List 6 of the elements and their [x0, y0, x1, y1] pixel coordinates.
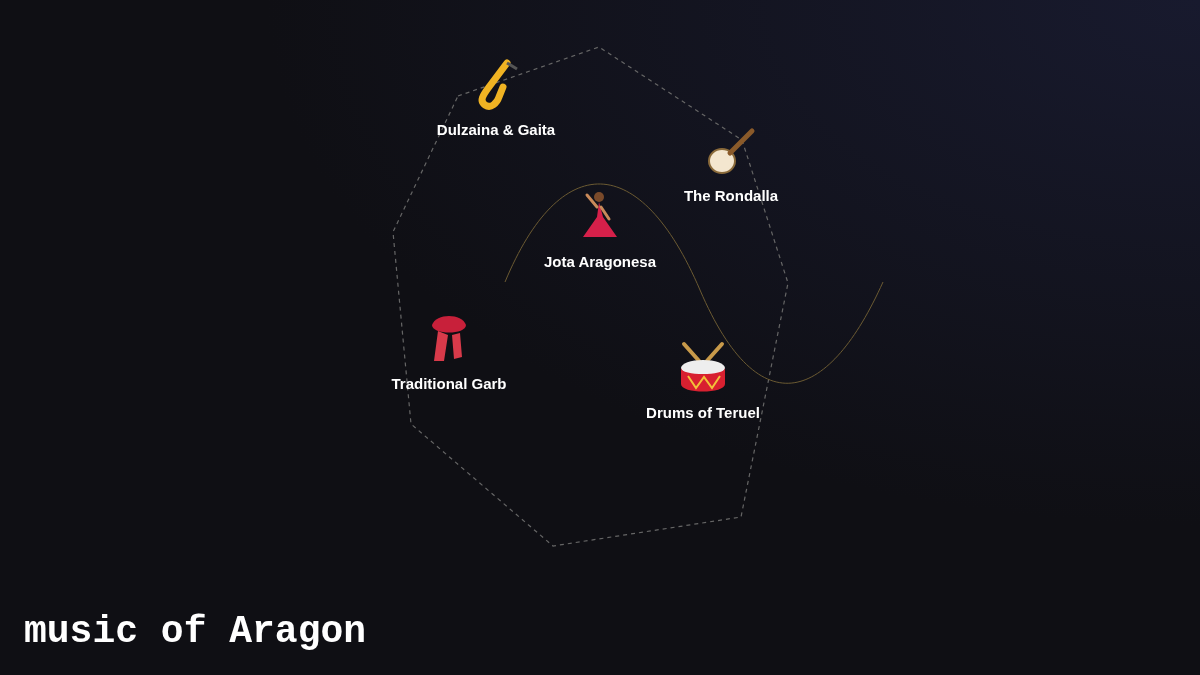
title: music of Aragon	[24, 610, 367, 653]
node-label: Dulzaina & Gaita	[436, 121, 556, 138]
node-label: The Rondalla	[683, 187, 779, 204]
node-label: Drums of Teruel	[646, 404, 760, 421]
node-label: Jota Aragonesa	[544, 253, 656, 270]
node-label: Traditional Garb	[391, 375, 507, 392]
